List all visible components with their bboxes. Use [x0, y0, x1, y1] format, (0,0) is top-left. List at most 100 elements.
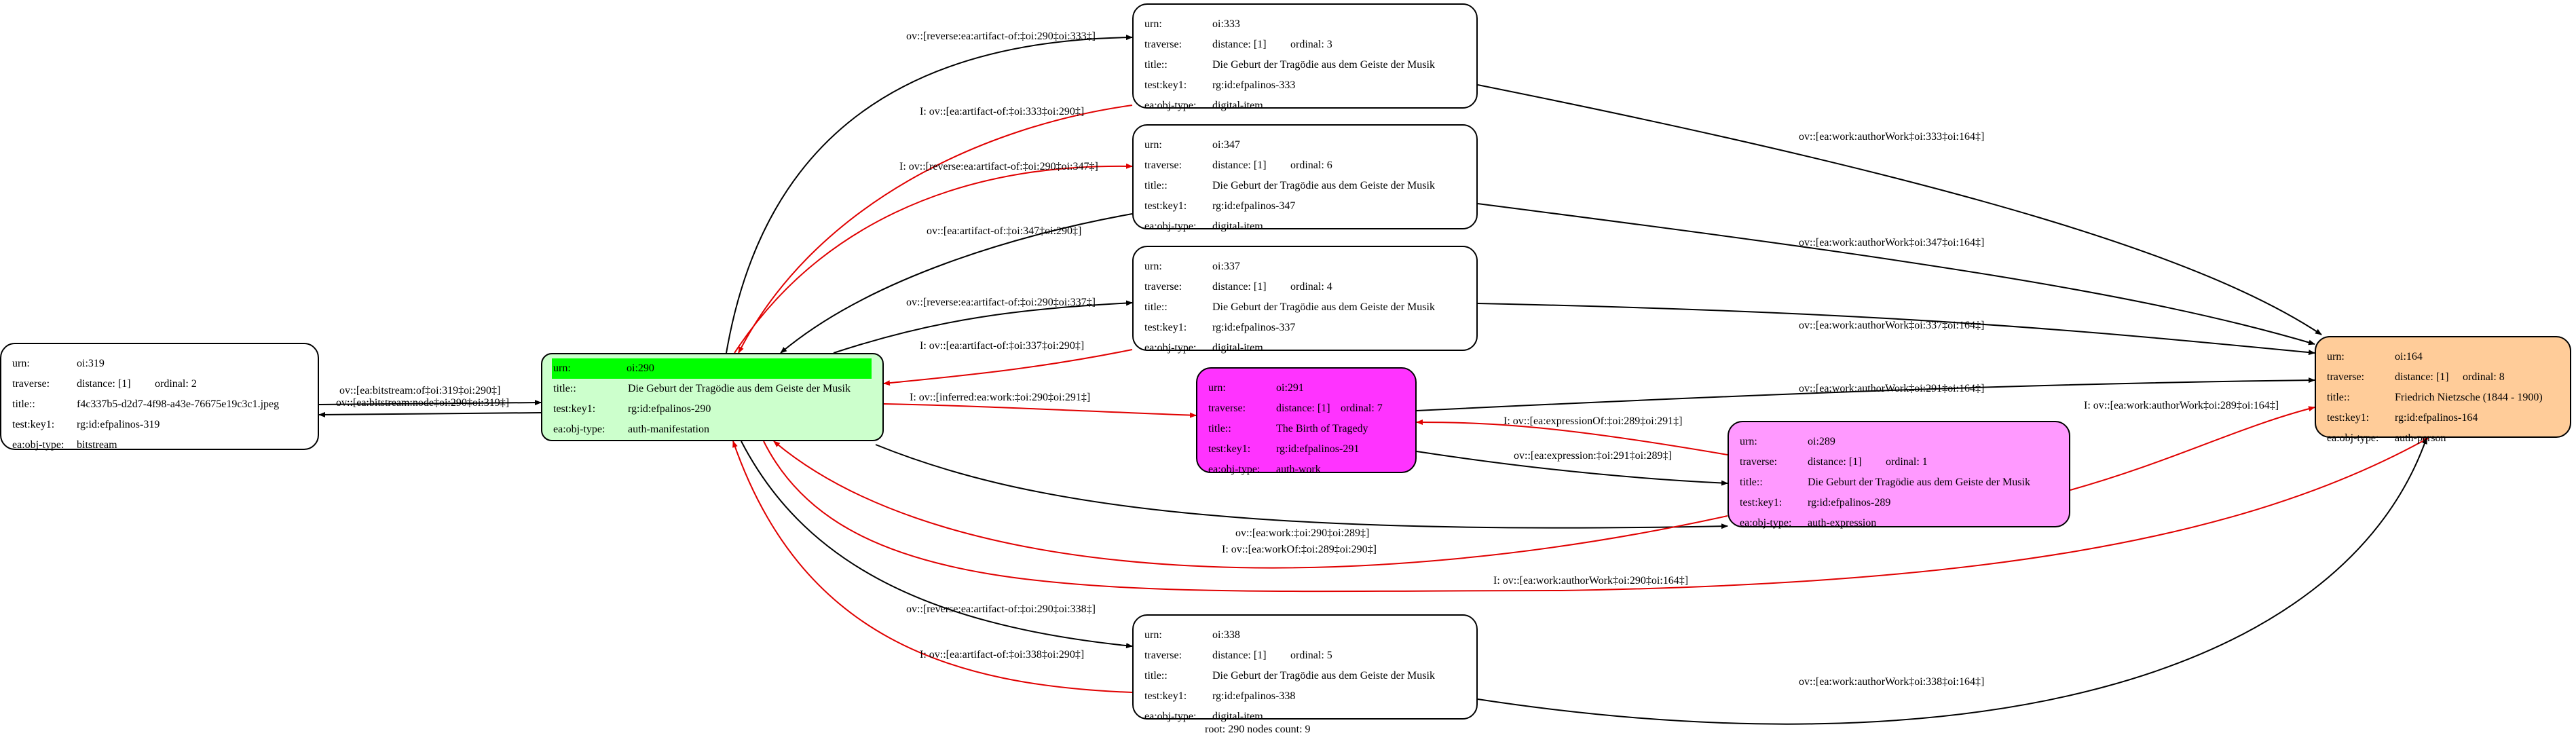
urn-value: oi:347: [1212, 139, 1240, 151]
testkey-value: rg:id:efpalinos-337: [1212, 322, 1296, 333]
edge-author-291: [1416, 377, 2315, 411]
title-value: Die Geburt der Tragödie aus dem Geiste d…: [628, 383, 851, 394]
edge-label-artifact-338: I: ov::[ea:artifact-of:‡oi:338‡oi:290‡]: [920, 649, 1085, 660]
title-key: title::: [1144, 59, 1168, 71]
objtype-key: ea:obj-type:: [1740, 517, 1792, 529]
urn-value: oi:319: [77, 358, 105, 369]
edge-artifact-337: [883, 349, 1133, 386]
traverse-key: traverse:: [1144, 39, 1182, 50]
edge-rev-artifact-337: [833, 300, 1133, 354]
edge-author-290: [763, 437, 2429, 593]
edge-label-expression: ov::[ea:expression:‡oi:291‡oi:289‡]: [1514, 450, 1672, 462]
edge-artifact-347: [780, 213, 1133, 354]
title-value: The Birth of Tragedy: [1276, 423, 1368, 434]
distance-value: distance: [1]: [77, 378, 131, 390]
objtype-key: ea:obj-type:: [2327, 432, 2379, 444]
objtype-key: ea:obj-type:: [1144, 342, 1197, 354]
edge-author-347: [1477, 203, 2315, 346]
testkey-key: test:key1:: [1144, 690, 1187, 702]
urn-key: urn:: [12, 358, 30, 369]
traverse-key: traverse:: [12, 378, 50, 390]
node-347[interactable]: urn:oi:347 traverse:distance: [1]ordinal…: [1132, 124, 1478, 232]
edge-bitstream-of: [318, 400, 542, 406]
edge-inferred-work: [883, 403, 1197, 418]
edge-label-author-338: ov::[ea:work:authorWork‡oi:338‡oi:164‡]: [1799, 676, 1985, 688]
edge-label-bitstream-of: ov::[ea:bitstream:of‡oi:319‡oi:290‡]: [339, 385, 501, 396]
title-value: Friedrich Nietzsche (1844 - 1900): [2395, 392, 2543, 403]
objtype-value: auth-manifestation: [628, 424, 709, 435]
urn-key: urn:: [1144, 18, 1162, 30]
edge-author-337: [1477, 303, 2315, 356]
edge-artifact-338: [732, 441, 1133, 693]
distance-value: distance: [1]: [1808, 456, 1862, 468]
urn-value: oi:338: [1212, 629, 1240, 641]
edge-author-289: [2070, 406, 2315, 491]
testkey-key: test:key1:: [2327, 412, 2370, 424]
testkey-value: rg:id:efpalinos-164: [2395, 412, 2478, 424]
testkey-key: test:key1:: [1144, 79, 1187, 91]
testkey-key: test:key1:: [553, 403, 596, 415]
urn-key: urn:: [1208, 382, 1226, 394]
ordinal-value: ordinal: 5: [1290, 650, 1332, 661]
objtype-value: digital-item: [1212, 711, 1263, 722]
title-value: Die Geburt der Tragödie aus dem Geiste d…: [1212, 301, 1435, 313]
node-291[interactable]: urn:oi:291 traverse:distance: [1]ordinal…: [1196, 367, 1417, 475]
title-value: Die Geburt der Tragödie aus dem Geiste d…: [1212, 670, 1435, 682]
distance-value: distance: [1]: [2395, 371, 2449, 383]
ordinal-value: ordinal: 6: [1290, 160, 1332, 171]
traverse-key: traverse:: [1144, 281, 1182, 293]
distance-value: distance: [1]: [1212, 160, 1267, 171]
objtype-value: digital-item: [1212, 221, 1263, 232]
node-319[interactable]: urn:oi:319 traverse:distance: [1]ordinal…: [0, 343, 319, 451]
title-key: title::: [1740, 477, 1763, 488]
title-key: title::: [1208, 423, 1231, 434]
title-value: f4c337b5-d2d7-4f98-a43e-76675e19c3c1.jpe…: [77, 398, 280, 410]
edge-label-rev-artifact-333: ov::[reverse:ea:artifact-of:‡oi:290‡oi:3…: [906, 31, 1096, 42]
node-289[interactable]: urn:oi:289 traverse:distance: [1]ordinal…: [1728, 421, 2070, 529]
edge-author-338: [1477, 437, 2427, 725]
testkey-value: rg:id:efpalinos-347: [1212, 200, 1296, 212]
edge-work-289: [875, 444, 1728, 529]
urn-value: oi:289: [1808, 436, 1835, 447]
edge-label-rev-artifact-347: I: ov::[reverse:ea:artifact-of:‡oi:290‡o…: [899, 161, 1098, 172]
urn-value: oi:333: [1212, 18, 1240, 30]
objtype-value: bitstream: [77, 439, 117, 451]
testkey-key: test:key1:: [1144, 322, 1187, 333]
objtype-key: ea:obj-type:: [12, 439, 64, 451]
edge-expression-of: [1416, 419, 1728, 455]
node-337[interactable]: urn:oi:337 traverse:distance: [1]ordinal…: [1132, 246, 1478, 354]
edge-label-bitstream-node: ov::[ea:bitstream:node‡oi:290‡oi:319‡]: [336, 397, 510, 409]
testkey-key: test:key1:: [1144, 200, 1187, 212]
distance-value: distance: [1]: [1212, 650, 1267, 661]
node-333[interactable]: urn:oi:333 traverse:distance: [1]ordinal…: [1132, 3, 1478, 111]
traverse-key: traverse:: [1144, 160, 1182, 171]
urn-key: urn:: [1740, 436, 1757, 447]
edge-label-author-337: ov::[ea:work:authorWork‡oi:337‡oi:164‡]: [1799, 320, 1985, 331]
edge-label-artifact-333: I: ov::[ea:artifact-of:‡oi:333‡oi:290‡]: [920, 106, 1085, 117]
node-164[interactable]: urn:oi:164 traverse:distance: [1]ordinal…: [2315, 336, 2571, 444]
node-290[interactable]: urn:oi:290 title::Die Geburt der Tragödi…: [541, 353, 884, 441]
testkey-value: rg:id:efpalinos-289: [1808, 497, 1891, 508]
edge-label-expression-of: I: ov::[ea:expressionOf:‡oi:289‡oi:291‡]: [1504, 415, 1683, 427]
node-338[interactable]: urn:oi:338 traverse:distance: [1]ordinal…: [1132, 614, 1478, 722]
edge-label-rev-artifact-337: ov::[reverse:ea:artifact-of:‡oi:290‡oi:3…: [906, 297, 1096, 308]
urn-key: urn:: [2327, 351, 2345, 362]
title-key: title::: [553, 383, 576, 394]
testkey-key: test:key1:: [1740, 497, 1782, 508]
title-value: Die Geburt der Tragödie aus dem Geiste d…: [1212, 59, 1435, 71]
urn-value: oi:290: [627, 362, 654, 374]
objtype-key: ea:obj-type:: [1144, 221, 1197, 232]
ordinal-value: ordinal: 1: [1886, 456, 1928, 468]
title-value: Die Geburt der Tragödie aus dem Geiste d…: [1212, 180, 1435, 191]
title-key: title::: [1144, 301, 1168, 313]
edge-bitstream-node: [318, 411, 542, 417]
urn-value: oi:164: [2395, 351, 2423, 362]
ordinal-value: ordinal: 3: [1290, 39, 1332, 50]
objtype-value: auth-person: [2395, 432, 2446, 444]
title-key: title::: [1144, 670, 1168, 682]
edge-rev-artifact-333: [726, 35, 1133, 354]
objtype-value: auth-work: [1276, 464, 1321, 475]
edge-label-author-333: ov::[ea:work:authorWork‡oi:333‡oi:164‡]: [1799, 131, 1985, 143]
urn-value: oi:291: [1276, 382, 1304, 394]
